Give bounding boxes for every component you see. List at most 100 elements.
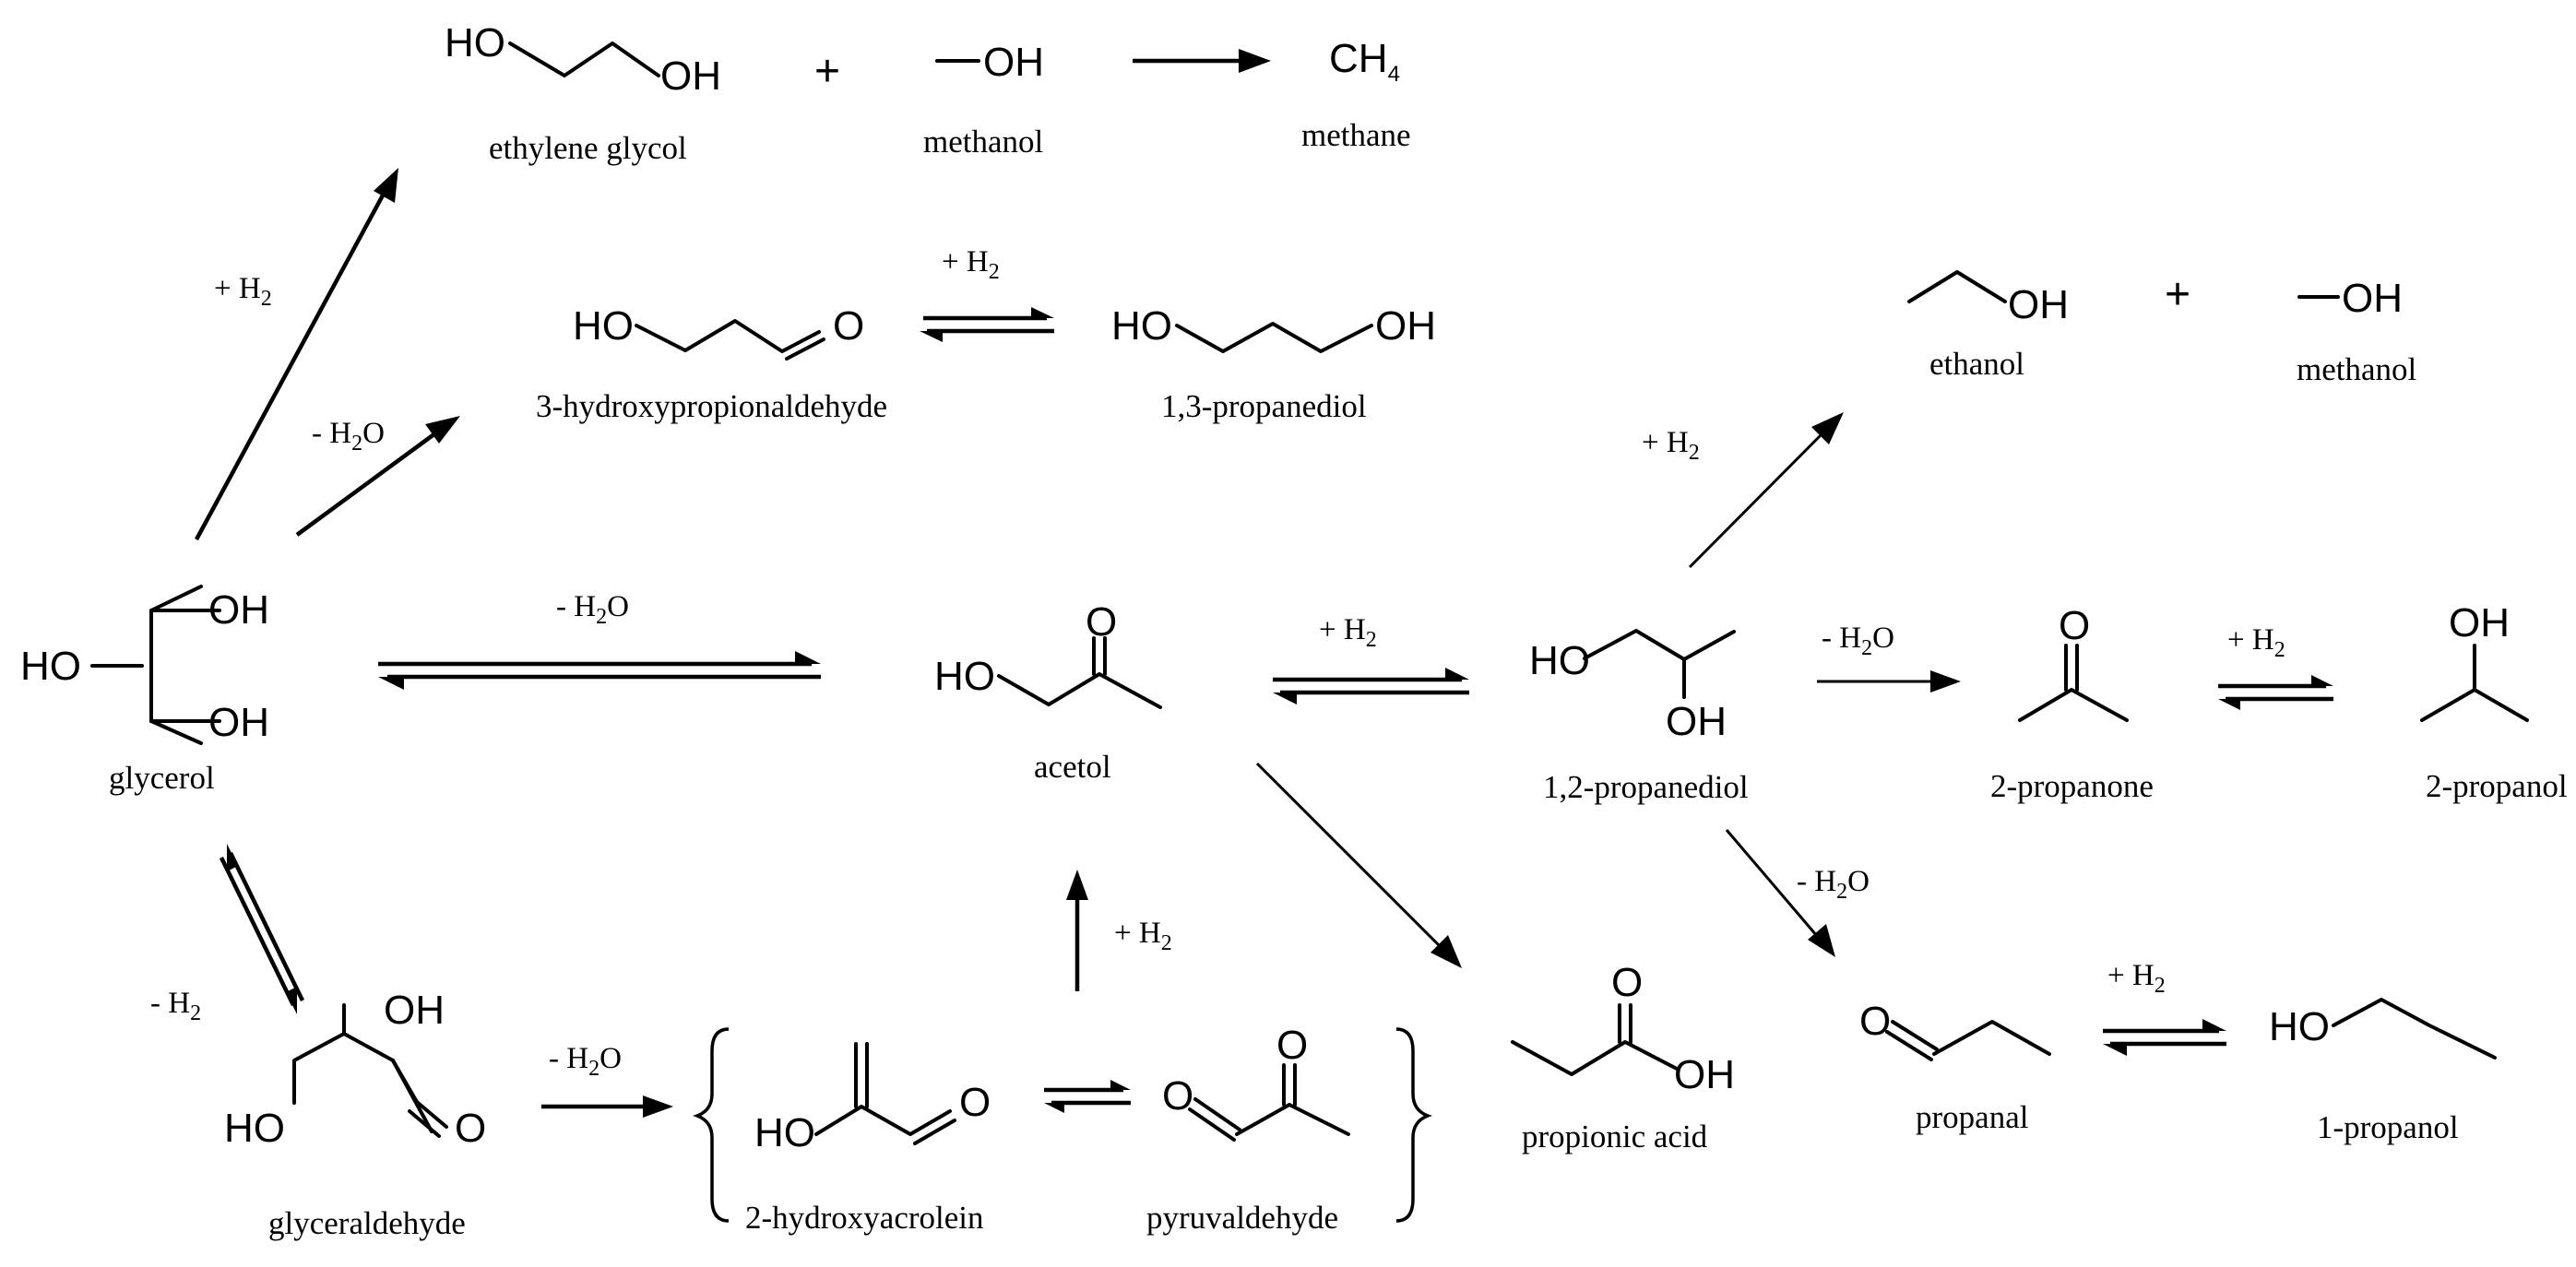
label-methane: methane <box>1301 117 1411 153</box>
label-1-propanol: 1-propanol <box>2317 1109 2459 1145</box>
carbonyl-double-bond-b <box>1188 1107 1236 1142</box>
label-2-hydroxyacrolein: 2-hydroxyacrolein <box>745 1200 984 1236</box>
atom-label: HO <box>934 654 995 699</box>
label-glycerol: glycerol <box>109 760 215 796</box>
carbonyl-bond-b <box>408 1109 441 1138</box>
propanediol-12-structure: HO OH <box>1529 629 1736 744</box>
atom-label: OH <box>2008 282 2069 327</box>
atom-label: O <box>959 1080 991 1125</box>
label-propanal: propanal <box>1916 1099 2029 1135</box>
atom-label: HO <box>2269 1004 2330 1049</box>
condition-plus-h2: + H2 <box>1114 917 1172 955</box>
hydroxypropionaldehyde-structure: HO O <box>573 303 864 361</box>
ch2-bond-bottom <box>149 719 203 745</box>
subscript: 2 <box>596 605 607 629</box>
propanol-2-structure: OH <box>2420 600 2529 722</box>
carbon-chain-bonds <box>2332 998 2497 1060</box>
condition-text: + H <box>1319 613 1366 646</box>
atom-label: HO <box>445 20 505 65</box>
methane-structure: CH4 <box>1329 36 1400 87</box>
label-1-3-propanediol: 1,3-propanediol <box>1161 388 1367 424</box>
equilibrium-arrows-glycerol-glyceraldehyde <box>219 844 305 1014</box>
carbon-chain-bonds <box>997 672 1162 709</box>
arrow-glyceraldehyde-to-intermediates <box>541 1095 673 1118</box>
subscript: 2 <box>190 1001 201 1025</box>
propanol-1-structure: HO <box>2269 998 2497 1060</box>
atom-label: OH <box>1666 699 1727 744</box>
condition-text: - H <box>312 417 351 450</box>
carbon-chain-bonds <box>292 1032 433 1133</box>
hydroxyacrolein-structure: HO O <box>754 1042 991 1155</box>
label-methanol-right: methanol <box>2297 351 2417 387</box>
atom-label: HO <box>754 1110 815 1155</box>
arrow-12pdo-to-propanal <box>1725 829 1835 957</box>
arrow-to-methane <box>1133 49 1271 73</box>
atom-label: O <box>1162 1073 1193 1119</box>
label-ethylene-glycol: ethylene glycol <box>489 130 687 166</box>
ethanol-structure: OH <box>1907 270 2069 327</box>
atom-label: OH <box>1375 303 1436 349</box>
atom-label: O <box>1859 999 1891 1044</box>
label-2-propanol: 2-propanol <box>2426 768 2568 804</box>
condition-plus-h2: + H2 <box>942 245 1000 284</box>
glyceraldehyde-structure: HO OH O <box>224 988 486 1151</box>
propanediol-13-structure: HO OH <box>1111 303 1436 353</box>
plus-sign: + <box>2165 270 2190 319</box>
subscript: 2 <box>588 1057 599 1081</box>
carbonyl-double-bond-a <box>1891 1020 1939 1051</box>
condition-minus-h2o: - H2O <box>1822 622 1894 660</box>
condition-plus-h2: + H2 <box>1642 426 1700 465</box>
label-3-hydroxypropionaldehyde: 3-hydroxypropionaldehyde <box>536 388 887 424</box>
condition-text: - H <box>150 987 190 1020</box>
label-pyruvaldehyde: pyruvaldehyde <box>1146 1200 1338 1236</box>
atom-label: O <box>455 1106 486 1151</box>
carbon-chain-bonds <box>2420 688 2529 722</box>
subscript: 2 <box>1861 636 1872 660</box>
ethylene-glycol-structure: HO OH <box>445 20 721 99</box>
atom-label: HO <box>573 303 634 349</box>
label-methanol-top: methanol <box>923 124 1044 160</box>
carbonyl-bond-a <box>415 1100 448 1129</box>
atom-label: O <box>1276 1023 1308 1068</box>
arrow-intermediates-to-acetol <box>1066 870 1088 991</box>
subscript: 2 <box>261 287 272 311</box>
condition-text: O <box>362 417 385 450</box>
ch2-bond-top <box>149 585 203 612</box>
atom-label: O <box>1611 960 1643 1005</box>
condition-text: - H <box>1822 622 1861 655</box>
condition-text: - H <box>1797 865 1836 898</box>
condition-text: - H <box>549 1042 588 1075</box>
atom-label: OH <box>2449 600 2510 645</box>
condition-text: + H <box>214 272 261 305</box>
label-acetol: acetol <box>1034 749 1111 785</box>
atom-label: HO <box>1111 303 1172 349</box>
condition-text: + H <box>2227 623 2274 657</box>
atom-label: OH <box>208 700 269 745</box>
atom-label: OH <box>660 53 721 99</box>
subscript: 2 <box>351 432 362 456</box>
atom-label: O <box>2059 603 2090 648</box>
carbon-chain-bonds <box>814 1105 952 1136</box>
carbon-chain-bonds <box>1511 1040 1680 1076</box>
subscript: 2 <box>1836 880 1847 904</box>
glycerol-structure: HO OH OH <box>20 585 269 745</box>
condition-text: + H <box>2107 959 2155 992</box>
condition-text: O <box>1847 865 1870 898</box>
atom-label: HO <box>224 1106 285 1151</box>
condition-text: O <box>599 1042 622 1075</box>
condition-text: O <box>607 590 629 623</box>
subscript: 2 <box>1689 441 1700 465</box>
label-propionic-acid: propionic acid <box>1522 1119 1708 1155</box>
condition-minus-h2o: - H2O <box>1797 865 1870 904</box>
condition-minus-h2o: - H2O <box>312 417 385 456</box>
atom-label: OH <box>1674 1052 1735 1097</box>
carbonyl-double-bond <box>913 1119 956 1145</box>
acetol-structure: HO O <box>934 599 1162 709</box>
propionic-acid-structure: O OH <box>1511 960 1735 1097</box>
carbon-chain-bonds <box>1235 1103 1350 1136</box>
condition-text: + H <box>1114 917 1161 950</box>
condition-text: + H <box>1642 426 1689 459</box>
atom-label: HO <box>1529 638 1590 683</box>
arrow-12pdo-to-ethanol <box>1688 412 1844 569</box>
carbon-chain-bonds <box>1175 322 1373 353</box>
